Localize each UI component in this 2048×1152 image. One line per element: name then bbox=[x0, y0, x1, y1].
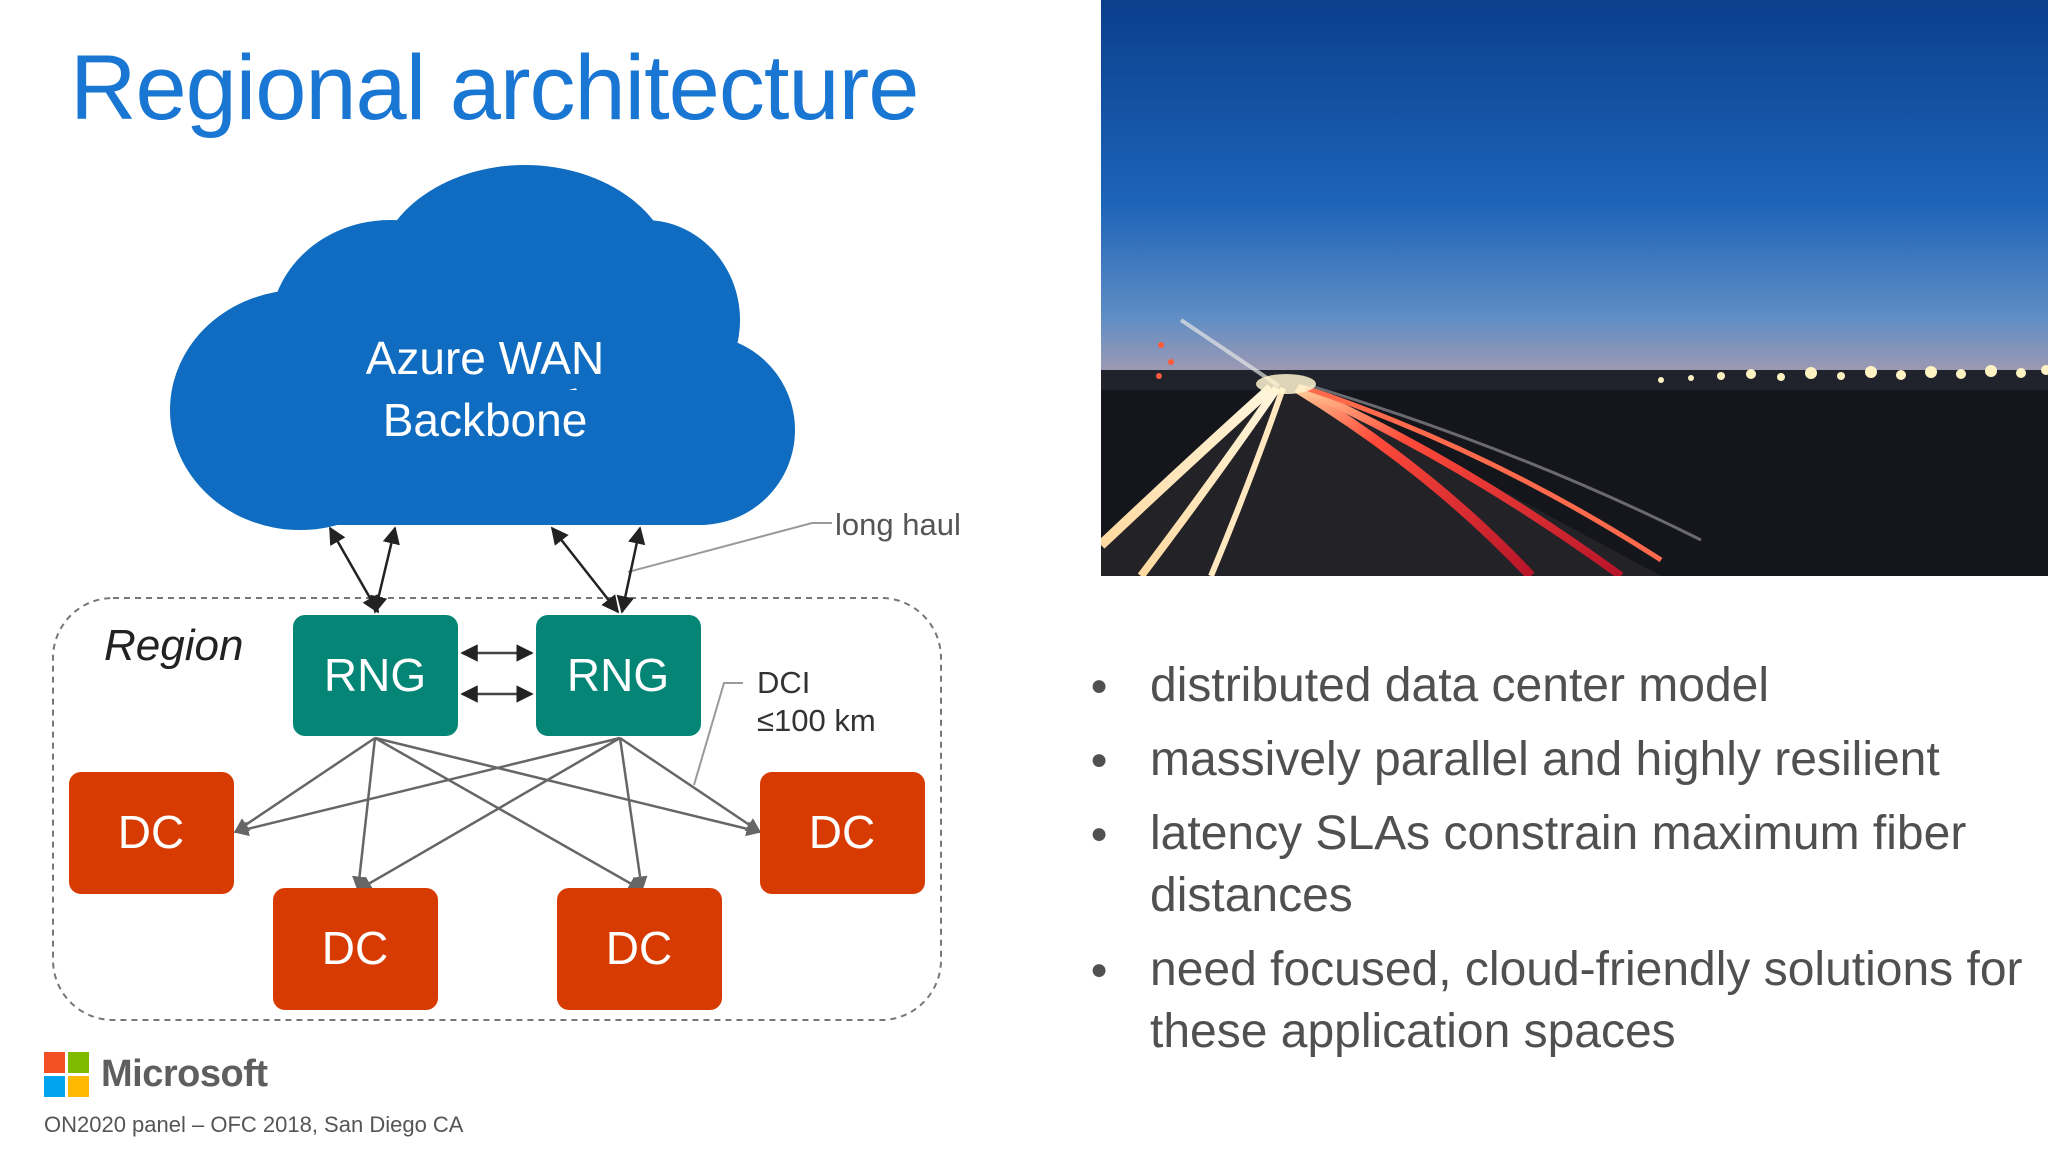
architecture-diagram: Azure WAN Backbone long haul Region bbox=[52, 165, 961, 1021]
bullet-icon: ● bbox=[1090, 953, 1109, 986]
dci-mesh bbox=[233, 736, 762, 892]
region-label: Region bbox=[104, 621, 243, 670]
list-item: ● latency SLAs constrain maximum fiber di… bbox=[1090, 803, 2040, 927]
dc-label: DC bbox=[606, 922, 672, 974]
page-title: Regional architecture bbox=[70, 37, 919, 139]
highway-night-photo bbox=[1101, 0, 2048, 576]
long-haul-leader bbox=[627, 522, 832, 573]
bullet-text: need focused, cloud-friendly solutions f… bbox=[1150, 943, 2023, 1058]
dc-label: DC bbox=[118, 806, 184, 858]
dc-label: DC bbox=[322, 922, 388, 974]
footer-caption: ON2020 panel – OFC 2018, San Diego CA bbox=[44, 1112, 464, 1137]
microsoft-logo: Microsoft bbox=[44, 1052, 268, 1097]
long-haul-label: long haul bbox=[835, 507, 961, 542]
dc-node-right: DC bbox=[760, 772, 925, 894]
rng-interconnect bbox=[460, 644, 534, 703]
dci-label-line1: DCI bbox=[757, 665, 810, 700]
bullet-icon: ● bbox=[1090, 817, 1109, 850]
rng-node-right: RNG bbox=[536, 615, 701, 736]
list-item: ● massively parallel and highly resilient bbox=[1090, 729, 2040, 791]
cloud-icon bbox=[170, 165, 795, 530]
bullet-text: massively parallel and highly resilient bbox=[1150, 733, 1940, 786]
list-item: ● need focused, cloud-friendly solutions … bbox=[1090, 939, 2040, 1063]
rng-label: RNG bbox=[324, 649, 426, 701]
dci-leader bbox=[693, 682, 743, 786]
cloud-label-line1: Azure WAN bbox=[366, 332, 605, 384]
bullet-icon: ● bbox=[1090, 743, 1109, 776]
region-boundary bbox=[52, 597, 942, 1021]
dc-node-bottom-right: DC bbox=[557, 888, 722, 1010]
long-haul-links bbox=[328, 526, 646, 614]
bullet-list: ● distributed data center model ● massivel… bbox=[1090, 655, 2040, 1075]
microsoft-squares-icon bbox=[44, 1052, 89, 1097]
bullet-text: latency SLAs constrain maximum fiber dis… bbox=[1150, 807, 1967, 922]
dci-label-line2: ≤100 km bbox=[757, 703, 876, 738]
dc-node-bottom-left: DC bbox=[273, 888, 438, 1010]
dc-node-left: DC bbox=[69, 772, 234, 894]
dc-label: DC bbox=[809, 806, 875, 858]
logo-wordmark: Microsoft bbox=[101, 1053, 268, 1095]
bullet-text: distributed data center model bbox=[1150, 659, 1770, 712]
bullet-icon: ● bbox=[1090, 669, 1109, 702]
rng-label: RNG bbox=[567, 649, 669, 701]
list-item: ● distributed data center model bbox=[1090, 655, 2040, 717]
cloud-label-line2: Backbone bbox=[383, 394, 588, 446]
rng-node-left: RNG bbox=[293, 615, 458, 736]
